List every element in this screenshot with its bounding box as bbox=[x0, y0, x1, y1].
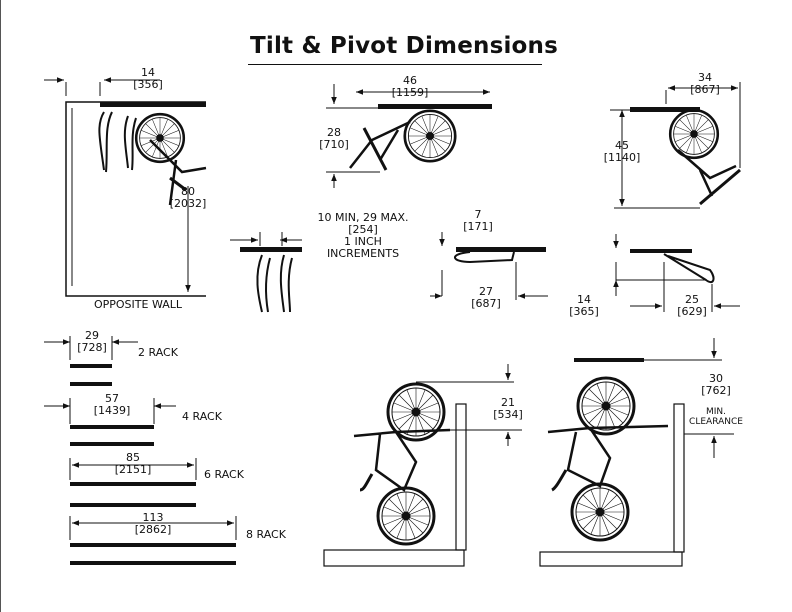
floor-view-clearance bbox=[539, 338, 734, 567]
rack-side-b-depth: 25[629] bbox=[677, 293, 707, 318]
rack-4-label: 4 RACK bbox=[182, 410, 222, 423]
opposite-wall-view bbox=[44, 77, 207, 297]
rack-6-width: 85[2151] bbox=[114, 451, 152, 476]
tilt-view bbox=[326, 84, 492, 188]
rack-2-width: 29[728] bbox=[77, 329, 107, 354]
opposite-wall-height: 80[2032] bbox=[169, 185, 207, 210]
pivot-view bbox=[610, 82, 741, 209]
rack-side-a-depth: 27[687] bbox=[471, 285, 501, 310]
pivot-height: 45[1140] bbox=[603, 139, 641, 164]
rack-2-label: 2 RACK bbox=[138, 346, 178, 359]
rack-side-a-view bbox=[430, 232, 548, 300]
page-title: Tilt & Pivot Dimensions bbox=[250, 33, 559, 59]
page-border-left bbox=[0, 0, 1, 612]
rack-spacing-view bbox=[230, 232, 302, 313]
rack-4-width: 57[1439] bbox=[93, 392, 131, 417]
rack-side-a-top: 7[171] bbox=[463, 208, 493, 233]
rack-8-width: 113[2862] bbox=[134, 511, 172, 536]
opposite-wall-label: OPPOSITE WALL bbox=[93, 298, 183, 311]
rack-side-b-height: 14[365] bbox=[569, 293, 599, 318]
floor-clearance-note: MIN.CLEARANCE bbox=[689, 407, 743, 427]
floor-view-drop bbox=[323, 364, 522, 567]
floor-clearance-dimension: 30[762] bbox=[701, 372, 731, 397]
rack-6-label: 6 RACK bbox=[204, 468, 244, 481]
tilt-width: 46[1159] bbox=[391, 74, 429, 99]
rack-side-b-view bbox=[613, 234, 740, 312]
floor-drop-dimension: 21[534] bbox=[493, 396, 523, 421]
tilt-height: 28[710] bbox=[319, 126, 349, 151]
title-underline bbox=[248, 64, 542, 65]
rack-series bbox=[44, 336, 237, 565]
opposite-wall-width: 14[356] bbox=[133, 66, 163, 91]
pivot-width: 34[867] bbox=[690, 71, 720, 96]
rack-8-label: 8 RACK bbox=[246, 528, 286, 541]
